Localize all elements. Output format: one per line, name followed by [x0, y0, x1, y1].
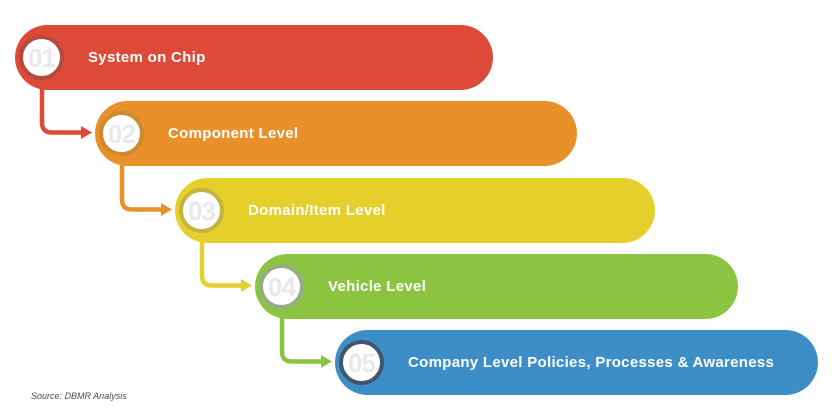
step-row-3: 03 Domain/Item Level — [175, 178, 655, 243]
connector-arrow-line-2 — [119, 151, 163, 212]
step-row-1: 01 System on Chip — [15, 25, 493, 90]
step-row-2: 02 Component Level — [95, 101, 577, 166]
connector-arrowhead-1 — [81, 126, 92, 139]
step-number: 01 — [28, 42, 56, 73]
step-number-badge: 01 — [19, 35, 64, 80]
step-number-badge: 05 — [339, 340, 384, 385]
step-label: Company Level Policies, Processes & Awar… — [408, 354, 775, 371]
source-note: Source: DBMR Analysis — [31, 391, 127, 401]
step-label: Vehicle Level — [328, 278, 427, 295]
step-number-badge: 04 — [259, 264, 304, 309]
step-number-badge: 02 — [99, 111, 144, 156]
connector-arrow-line-4 — [279, 304, 323, 364]
step-number: 02 — [108, 118, 136, 149]
step-label: System on Chip — [88, 49, 206, 66]
step-number: 04 — [268, 271, 296, 302]
step-label: Domain/Item Level — [248, 202, 386, 219]
step-number-badge: 03 — [179, 188, 224, 233]
connector-arrowhead-3 — [241, 279, 252, 292]
step-label: Component Level — [168, 125, 299, 142]
connector-arrow-line-1 — [39, 75, 83, 135]
step-row-4: 04 Vehicle Level — [255, 254, 738, 319]
connector-arrowhead-2 — [161, 203, 172, 216]
step-number: 05 — [348, 347, 376, 378]
step-row-5: 05 Company Level Policies, Processes & A… — [335, 330, 818, 395]
connector-arrowhead-4 — [321, 355, 332, 368]
connector-arrow-line-3 — [199, 228, 243, 288]
step-number: 03 — [188, 195, 216, 226]
